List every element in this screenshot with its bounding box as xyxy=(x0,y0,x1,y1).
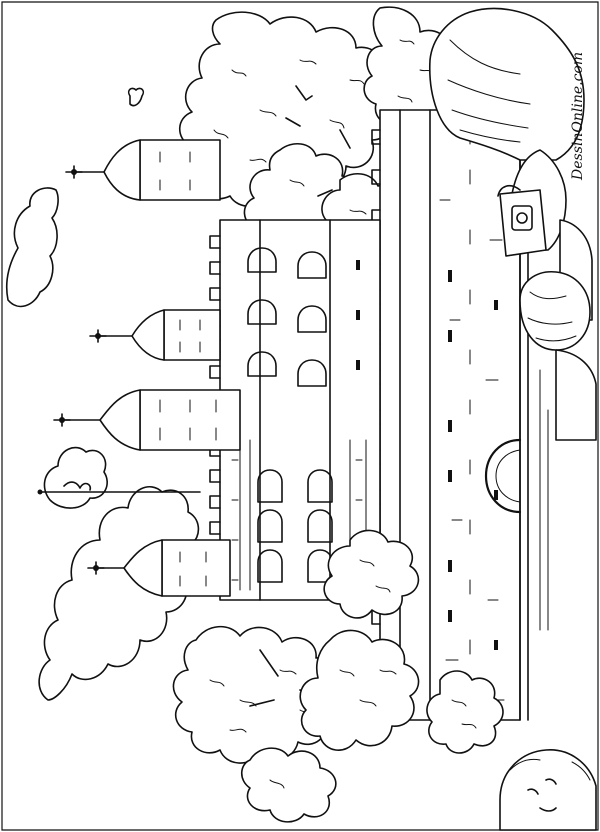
bird-2 xyxy=(64,482,90,490)
person-center xyxy=(520,272,596,440)
turret-3-tall xyxy=(54,390,240,450)
turret-4 xyxy=(88,540,230,596)
lower-arched-windows xyxy=(298,252,326,386)
watermark-text: DessinOnline.com xyxy=(570,52,586,181)
watermark-logo: DessinOnline.com xyxy=(570,52,586,181)
turret-2 xyxy=(90,310,220,360)
turret-1 xyxy=(66,140,220,200)
tree-far-right xyxy=(427,671,503,753)
front-facade-windows xyxy=(258,470,332,582)
cloud-top xyxy=(7,188,58,306)
upper-arched-windows xyxy=(248,248,276,376)
white-tower-body xyxy=(210,220,380,600)
flagpole xyxy=(37,489,201,495)
tree-bottom-right xyxy=(300,530,418,750)
person-bottom-face xyxy=(500,750,596,830)
bird-1 xyxy=(129,88,144,105)
